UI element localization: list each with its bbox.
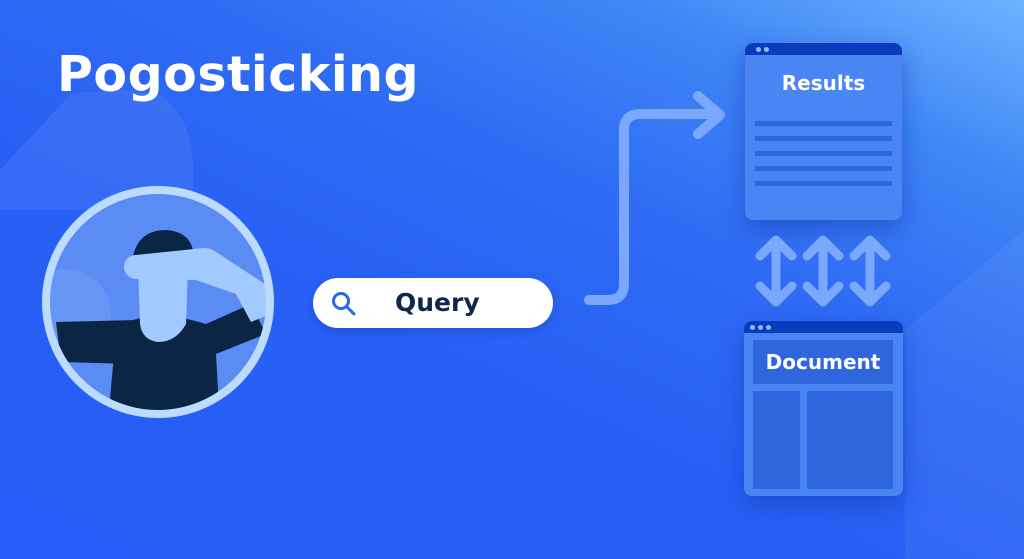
avatar-illustration <box>36 184 282 424</box>
bidirectional-arrows-icon <box>750 232 900 310</box>
window-dot <box>766 325 771 330</box>
results-label: Results <box>781 71 866 95</box>
page-title: Pogosticking <box>57 46 420 103</box>
window-titlebar <box>744 321 903 333</box>
result-line <box>755 166 892 171</box>
search-icon <box>331 291 357 317</box>
window-dot <box>758 325 763 330</box>
document-label: Document <box>753 340 893 384</box>
window-dot <box>756 47 761 52</box>
results-window: Results <box>745 43 902 220</box>
window-dot <box>764 47 769 52</box>
document-window: Document <box>744 321 903 496</box>
search-query-box[interactable]: Query <box>313 278 553 328</box>
result-line <box>755 136 892 141</box>
document-sidebar-block <box>753 391 800 489</box>
window-dot <box>750 325 755 330</box>
query-text: Query <box>395 288 480 317</box>
arrow-right-icon <box>580 90 730 310</box>
window-titlebar <box>745 43 902 55</box>
document-content-block <box>807 391 893 489</box>
result-line <box>755 151 892 156</box>
result-line <box>755 121 892 126</box>
result-line <box>755 181 892 186</box>
